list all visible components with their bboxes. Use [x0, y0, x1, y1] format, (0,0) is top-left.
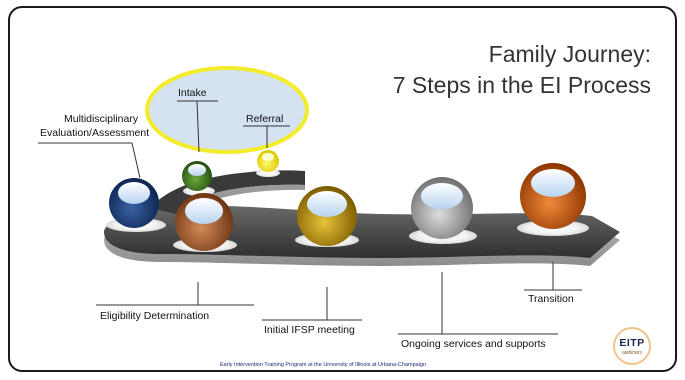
label-eligibility: Eligibility Determination	[100, 310, 210, 322]
evaluation-ball	[109, 178, 159, 228]
label-evaluation-line2: Evaluation/Assessment	[40, 127, 150, 139]
label-ongoing: Ongoing services and supports	[401, 338, 546, 350]
logo-mark: EITP	[619, 337, 645, 349]
referral-ball	[257, 150, 279, 172]
label-transition: Transition	[528, 293, 574, 305]
leader-lines	[38, 100, 582, 335]
ongoing-ball	[411, 177, 473, 239]
slide-border	[8, 6, 677, 372]
eligibility-ball	[175, 193, 233, 251]
logo-subtitle: webinars	[621, 350, 642, 356]
label-ifsp: Initial IFSP meeting	[264, 324, 355, 336]
slide-title-line1: Family Journey:	[488, 41, 651, 67]
slide-title-line2: 7 Steps in the EI Process	[392, 72, 651, 98]
label-evaluation-line1: Multidisciplinary	[64, 113, 139, 125]
ifsp-ball	[297, 186, 357, 246]
intake-referral-highlight	[145, 66, 309, 154]
label-intake: Intake	[178, 87, 207, 99]
intake-ball	[182, 161, 212, 191]
transition-ball	[520, 163, 586, 229]
eitp-logo: EITP webinars	[613, 327, 651, 365]
footer-text: Early Intervention Training Program at t…	[220, 362, 427, 368]
label-referral: Referral	[246, 113, 284, 125]
